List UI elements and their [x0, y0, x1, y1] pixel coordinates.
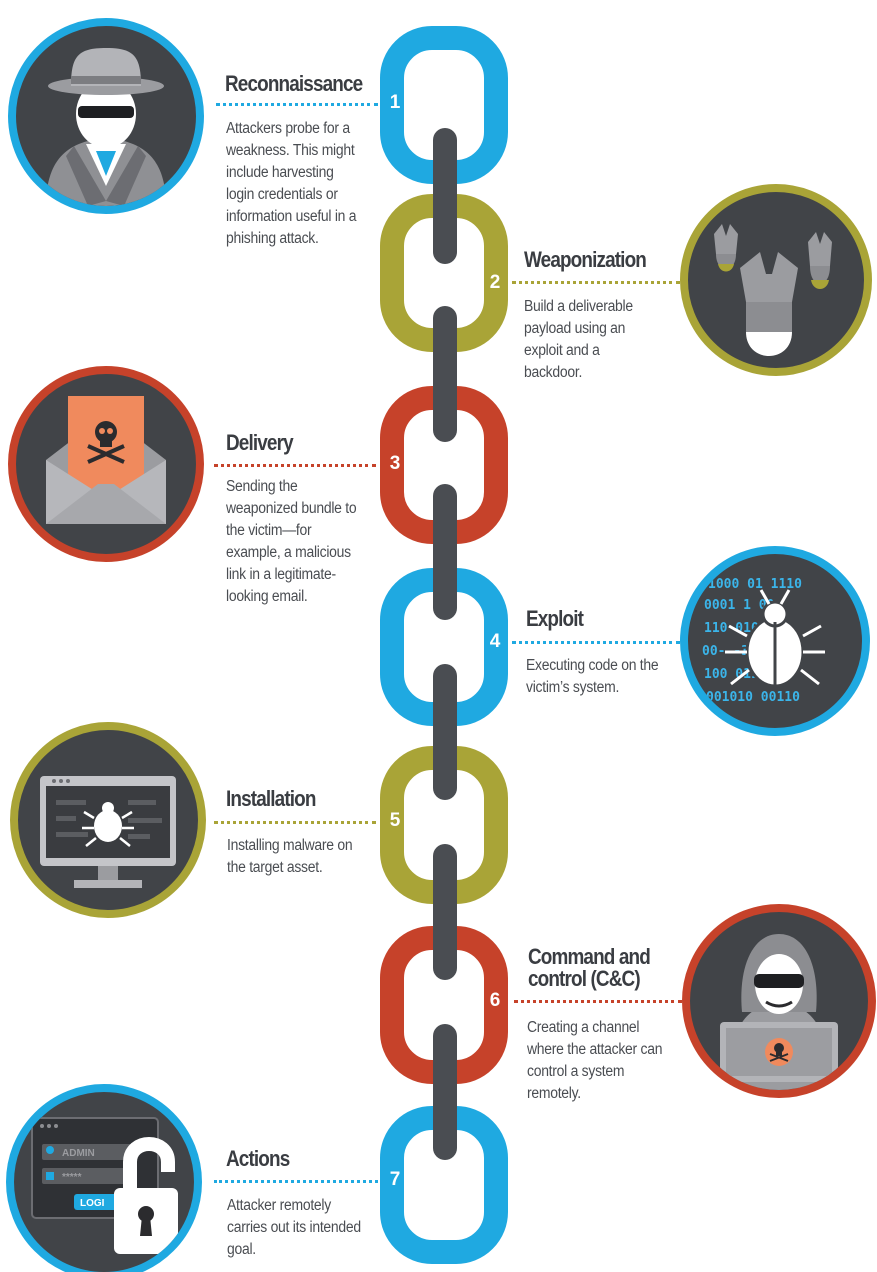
step-title-exploit: Exploit [526, 606, 584, 631]
badge-reconnaissance [8, 18, 204, 214]
bombs-icon [714, 224, 832, 356]
step-desc-reconnaissance: Attackers probe for a weakness. This mig… [226, 120, 357, 247]
admin-label: ADMIN [62, 1148, 95, 1159]
connector-actions [214, 1180, 378, 1183]
step-title-delivery: Delivery [226, 430, 294, 455]
step-desc-installation: Installing malware on the target asset. [227, 837, 353, 876]
unlocked-padlock-icon: ADMIN ***** LOGI [31, 1117, 178, 1254]
connector-delivery [214, 464, 376, 467]
step-number-3: 3 [389, 453, 401, 474]
connector-link-3 [433, 484, 457, 620]
connector-weaponization [512, 281, 680, 284]
connector-command-and-control [514, 1000, 682, 1003]
bug-icon [725, 589, 825, 688]
step-title-installation: Installation [226, 786, 316, 811]
email-skull-icon [46, 396, 166, 524]
step-title-command-and-control: Command and control (C&C) [528, 944, 651, 991]
step-number-4: 4 [489, 631, 501, 652]
step-title-weaponization: Weaponization [524, 247, 647, 272]
step-title-reconnaissance: Reconnaissance [225, 71, 363, 96]
badge-command-and-control [682, 904, 876, 1098]
monitor-bug-icon [40, 776, 176, 888]
step-number-2: 2 [489, 272, 501, 293]
spy-icon [46, 48, 166, 206]
connector-installation [214, 821, 376, 824]
binary-line-6: 001010 00110 [706, 690, 800, 705]
connector-link-6 [433, 1024, 457, 1160]
badge-delivery [8, 366, 204, 562]
step-desc-delivery: Sending the weaponized bundle to the vic… [226, 478, 357, 605]
badge-installation [10, 722, 206, 918]
login-button-label: LOGI [80, 1198, 105, 1209]
binary-line-1: 1000 01 1110 [708, 577, 802, 592]
badge-actions: ADMIN ***** LOGI [6, 1084, 202, 1272]
binary-line-5: 100 011 [704, 667, 759, 682]
connector-link-4 [433, 664, 457, 800]
bug-binary-icon: 1000 01 1110 0001 1 00 110 010 00- -30 1… [702, 577, 825, 705]
step-number-7: 7 [389, 1169, 401, 1190]
step-desc-actions: Attacker remotely carries out its intend… [227, 1197, 361, 1258]
binary-line-2: 0001 1 00 [704, 598, 775, 613]
step-desc-command-and-control: Creating a channel where the attacker ca… [527, 1019, 663, 1102]
step-desc-exploit: Executing code on the victim’s system. [526, 657, 659, 696]
connector-link-1 [433, 128, 457, 264]
badge-exploit: 1000 01 1110 0001 1 00 110 010 00- -30 1… [680, 546, 870, 736]
connector-exploit [512, 641, 680, 644]
connector-link-2 [433, 306, 457, 442]
step-number-1: 1 [389, 92, 401, 113]
hacker-laptop-icon [720, 934, 838, 1090]
malware-bug-icon [82, 802, 134, 847]
step-number-6: 6 [489, 990, 501, 1011]
badge-weaponization [680, 184, 872, 376]
step-desc-weaponization: Build a deliverable payload using an exp… [524, 298, 633, 381]
step-title-actions: Actions [226, 1146, 290, 1171]
connector-link-5 [433, 844, 457, 980]
step-number-5: 5 [389, 810, 401, 831]
connector-reconnaissance [216, 103, 378, 106]
password-mask: ***** [62, 1172, 82, 1183]
